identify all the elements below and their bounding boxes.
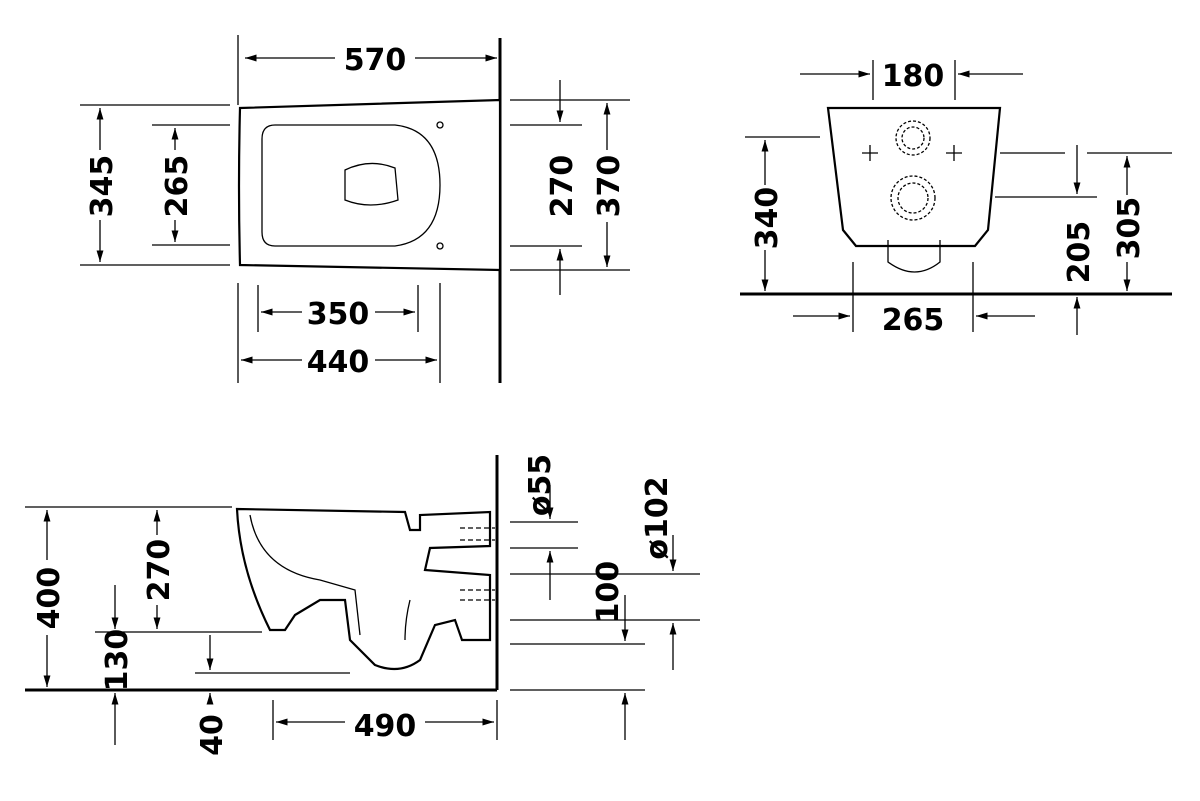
bowl-outline-side — [235, 507, 492, 671]
dim-370: 370 — [592, 155, 627, 218]
dim-340: 340 — [750, 187, 785, 250]
side-view: 400 270 130 40 490 ø55 ø102 — [25, 454, 700, 756]
dim-205: 205 — [1062, 221, 1097, 284]
dim-490: 490 — [354, 709, 417, 744]
dim-265-top: 265 — [160, 155, 195, 218]
dim-345: 345 — [85, 155, 120, 218]
dim-305: 305 — [1112, 197, 1147, 260]
dim-40: 40 — [195, 714, 230, 756]
dim-400: 400 — [32, 567, 67, 630]
fixing-point — [436, 242, 444, 250]
dim-570: 570 — [344, 43, 407, 78]
dim-180: 180 — [882, 59, 945, 94]
dim-440: 440 — [307, 345, 370, 380]
dim-270-top: 270 — [545, 155, 580, 218]
dim-130: 130 — [100, 629, 135, 692]
front-view: 180 340 305 205 265 — [740, 59, 1172, 338]
dim-diam-55: ø55 — [523, 454, 558, 516]
dim-diam-102: ø102 — [640, 476, 675, 559]
dim-100: 100 — [591, 561, 626, 624]
bowl-inner-side — [249, 514, 411, 641]
dim-350: 350 — [307, 297, 370, 332]
top-view: 570 345 265 270 370 350 44 — [80, 35, 630, 383]
dim-265-front: 265 — [882, 303, 945, 338]
seat-outline — [261, 124, 441, 247]
fixing-point — [436, 121, 444, 129]
bowl-outline-front — [826, 106, 1002, 248]
dim-270-side: 270 — [142, 539, 177, 602]
bowl-opening — [344, 162, 399, 206]
bowl-outline-top — [237, 98, 502, 272]
outlet-front — [887, 240, 941, 273]
